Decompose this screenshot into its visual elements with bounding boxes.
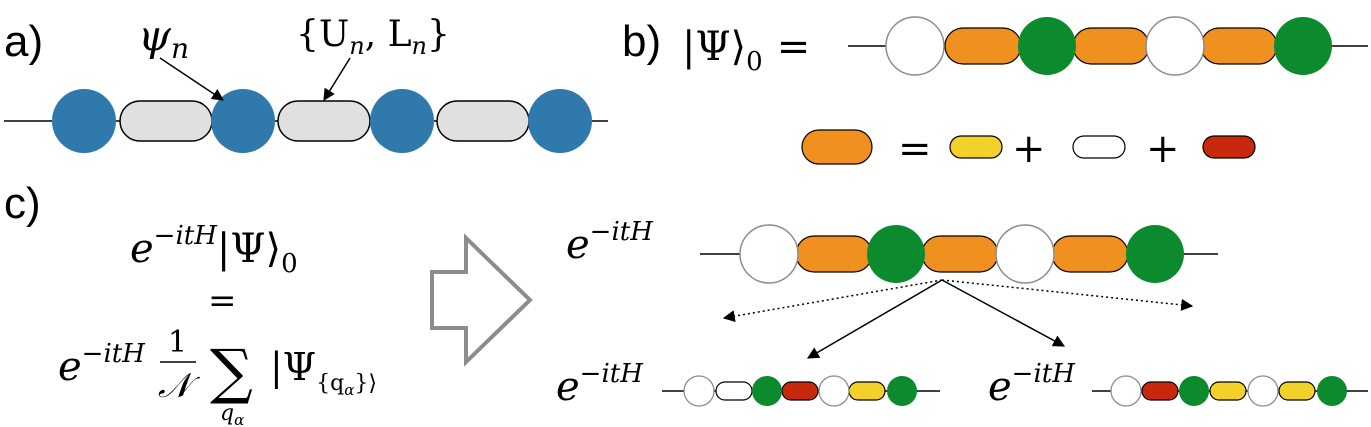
chain-c-top-site-4 [1126,225,1184,283]
chain-a-bond-1 [119,100,213,142]
chain-c-left-site-3 [818,375,850,407]
big-outline-arrow [430,233,533,367]
chain-b-site-4 [1274,17,1332,75]
chain-c-top-bond-2 [921,235,999,273]
panel-b-label: b) [622,17,661,66]
chain-c-right-bond-1 [1141,381,1179,401]
eq-line-3: e−itH 1 𝒩 ∑ qα |Ψ{qα}⟩ [58,325,377,427]
psi-n-label: ψn [138,11,189,65]
decomp-orange-bond [801,129,873,165]
panel-c-label: c) [4,179,41,228]
chain-c-left-bond-2 [781,381,819,401]
panel-b: b) |Ψ⟩0= = + + [622,16,1368,172]
chain-c-right-site-3 [1247,375,1279,407]
dotted-arrow-right [941,279,1194,311]
decomp-equals: = [898,126,932,172]
chain-a-site-4 [528,89,592,153]
evo-top-label: e−itH [566,217,654,268]
psi-pointer-arrow [159,57,224,101]
solid-arrow-right [941,279,1066,347]
chain-c-right-site-4 [1317,376,1347,406]
evo-bottom-left-label: e−itH [556,359,644,410]
sum-subscript: qα [220,401,244,427]
evo-bottom-right-label: e−itH [988,359,1076,410]
decomp-plus-2: + [1146,126,1180,172]
dotted-arrow-left [722,279,943,323]
eq-line-1: e−itH|Ψ⟩0 [130,221,298,279]
eq-line-3-exp: e−itH [58,339,146,390]
chain-c-left-site-4 [887,376,917,406]
chain-c-top-bond-3 [1051,235,1129,273]
sum-symbol: ∑ [210,337,253,407]
decomp-red-bond [1202,135,1256,159]
panel-c: c) e−itH|Ψ⟩0 = e−itH 1 𝒩 ∑ qα |Ψ{qα}⟩ e−… [4,179,1368,427]
chain-a-site-2 [211,89,275,153]
chain-c-left-site-2 [752,376,782,406]
chain-b-bond-2 [1072,27,1150,65]
chain-c-right-site-2 [1179,376,1209,406]
set-pointer-arrow [323,57,351,102]
chain-c-top-bond-1 [795,235,873,273]
sum-state: |Ψ{qα}⟩ [270,345,377,399]
chain-c-right-site-1 [1110,375,1142,407]
panel-a: a) ψn {Un, Ln} [4,11,608,153]
frac-denominator: 𝒩 [158,366,201,406]
chain-b-site-2 [1018,17,1076,75]
chain-b-site-3 [1145,16,1205,76]
chain-c-left-site-1 [683,375,715,407]
chain-a-bond-2 [277,100,371,142]
decomp-yellow-bond [949,135,1003,159]
chain-b-bond-1 [944,27,1022,65]
set-label: {Un, Ln} [296,14,450,60]
chain-c-top-site-2 [867,225,925,283]
chain-a-site-1 [52,89,116,153]
eq-line-2: = [208,281,237,321]
chain-a-site-3 [370,89,434,153]
solid-arrow-left [806,279,943,359]
chain-b-bond-3 [1200,27,1278,65]
chain-b-site-1 [885,16,945,76]
chain-c-left-bond-1 [715,381,753,401]
chain-c-left-bond-3 [848,381,886,401]
chain-c-top-site-3 [995,224,1055,284]
decomp-plus-1: + [1012,126,1046,172]
decomp-white-bond [1072,135,1126,159]
chain-a-bond-3 [436,100,530,142]
chain-c-top-site-1 [739,224,799,284]
psi0-lhs: |Ψ⟩0= [682,24,810,77]
chain-c-right-bond-2 [1209,381,1247,401]
panel-a-label: a) [4,17,43,66]
frac-numerator: 1 [168,325,187,360]
chain-c-right-bond-3 [1278,381,1316,401]
